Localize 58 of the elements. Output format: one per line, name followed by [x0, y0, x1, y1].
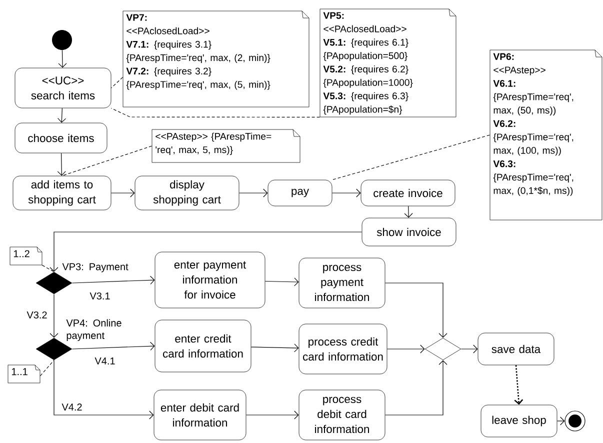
arrow: [264, 278, 299, 286]
arrow: [332, 188, 361, 198]
arrow: [58, 108, 66, 123]
note-connector: [332, 134, 490, 180]
decision-diamond: [36, 272, 72, 294]
activity-box: enter credit card information: [154, 320, 252, 372]
note-box: <<PAstep>> {PArespTime= 'req', max, 5, ms)}: [152, 129, 300, 163]
decision-label: VP4: Online payment: [66, 319, 122, 341]
arrow: [404, 206, 413, 218]
activity-box: enter debit card information: [154, 390, 246, 440]
arrow: [384, 360, 448, 416]
activity-box: process payment information: [298, 258, 386, 308]
arrow: [57, 152, 66, 176]
activity-box: save data: [478, 332, 554, 366]
arrow: [384, 282, 448, 338]
arrow: [58, 50, 67, 68]
note-connector: [110, 108, 320, 118]
activity-box: display shopping cart: [134, 176, 240, 210]
activity-box: enter payment information for invoice: [154, 252, 266, 308]
arrow: [460, 344, 478, 354]
activity-box: choose items: [14, 122, 108, 154]
note-connector: [40, 360, 54, 376]
note-connector: [110, 76, 124, 88]
note-box: VP6: <<PAstep>> V6.1: {PArespTime='req', max, (50, ms)) V6.2: {PArespTime='req', max, (100, ms)) V6.3: {PArespTime='req', max, (0,1*$n, ms)): [490, 50, 602, 220]
edge-label: V3.2: [26, 310, 48, 320]
arrow: [50, 294, 58, 338]
activity-box: show invoice: [362, 218, 456, 246]
note-box: VP5: <<PAclosedLoad>> V5.1: {requires 6.1} {PApopulation=500} V5.2: {requires 6.2} {PApopulation=1000} V5.3: {requires 6.3} {PApopulation=$n}: [320, 8, 456, 118]
start-node: [52, 30, 72, 50]
arrow: [514, 365, 524, 405]
note-box: 1..1: [8, 364, 40, 384]
note-box: VP7: <<PAclosedLoad>> V7.1: {requires 3.1} {PArespTime='req', max, (2, min)} V7.2: {requires 3.2} {PArespTime='req', max, (5, min)}: [122, 10, 310, 108]
activity-box: leave shop: [480, 404, 558, 438]
note-connector: [42, 264, 54, 272]
arrow: [250, 344, 299, 352]
arrow: [238, 188, 268, 198]
activity-box: pay: [268, 180, 332, 206]
end-node: [564, 410, 586, 432]
arrow: [556, 416, 565, 426]
edge-label: V3.1: [88, 291, 112, 301]
arrow: [54, 360, 154, 420]
arrow: [72, 342, 155, 350]
note-connector: [62, 146, 152, 176]
activity-box: create invoice: [360, 180, 456, 206]
decision-label: VP3: Payment: [62, 263, 128, 272]
note-box: 1..2: [10, 246, 42, 266]
activity-box: <<UC>> search items: [14, 68, 112, 108]
activity-box: add items to shopping cart: [12, 176, 112, 210]
activity-box: process credit card information: [298, 324, 388, 374]
arrow: [246, 410, 299, 420]
edge-label: V4.1: [94, 356, 116, 366]
arrow: [110, 188, 135, 198]
merge-diamond: [424, 338, 462, 360]
arrow: [386, 344, 425, 354]
edge-label: V4.2: [60, 402, 84, 412]
activity-box: process debit card information: [298, 390, 386, 440]
arrow: [72, 276, 155, 284]
arrow: [50, 232, 362, 272]
